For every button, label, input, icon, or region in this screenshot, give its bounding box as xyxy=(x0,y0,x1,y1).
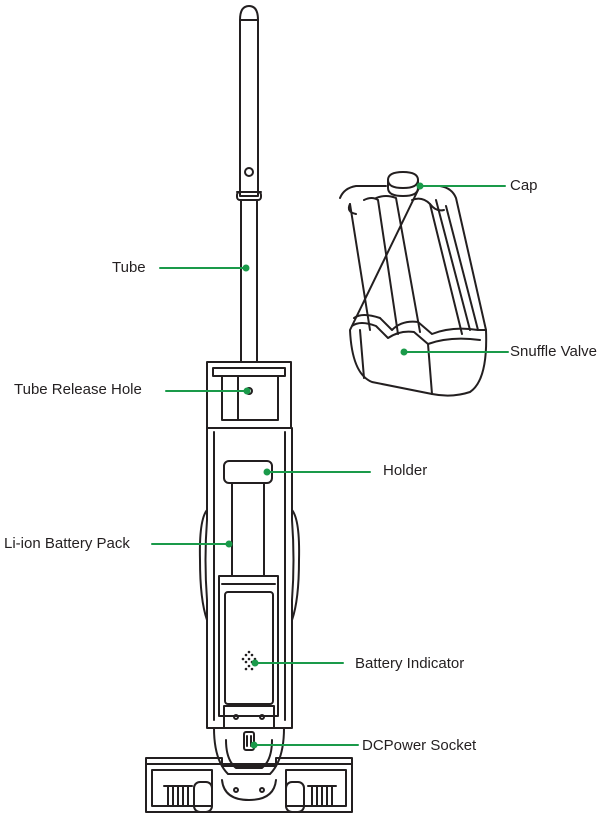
label-snuffle-valve: Snuffle Valve xyxy=(510,343,598,360)
label-holder: Holder xyxy=(383,462,428,479)
label-dc-power-socket: DCPower Socket xyxy=(362,737,477,754)
tank-cap xyxy=(387,171,419,197)
tube xyxy=(240,199,258,363)
callout-lines xyxy=(151,185,509,746)
right-wheel xyxy=(285,781,337,813)
main-body xyxy=(198,361,301,729)
label-tube-release-hole: Tube Release Hole xyxy=(14,381,142,398)
floor-head xyxy=(145,727,353,813)
label-battery-pack: Li-ion Battery Pack xyxy=(4,535,130,552)
label-cap: Cap xyxy=(510,177,538,194)
left-wheel xyxy=(163,781,213,813)
label-battery-indicator: Battery Indicator xyxy=(355,655,465,672)
water-tank xyxy=(339,171,488,397)
handle xyxy=(236,5,262,201)
callout-dots xyxy=(225,182,424,749)
label-tube: Tube xyxy=(112,259,146,276)
